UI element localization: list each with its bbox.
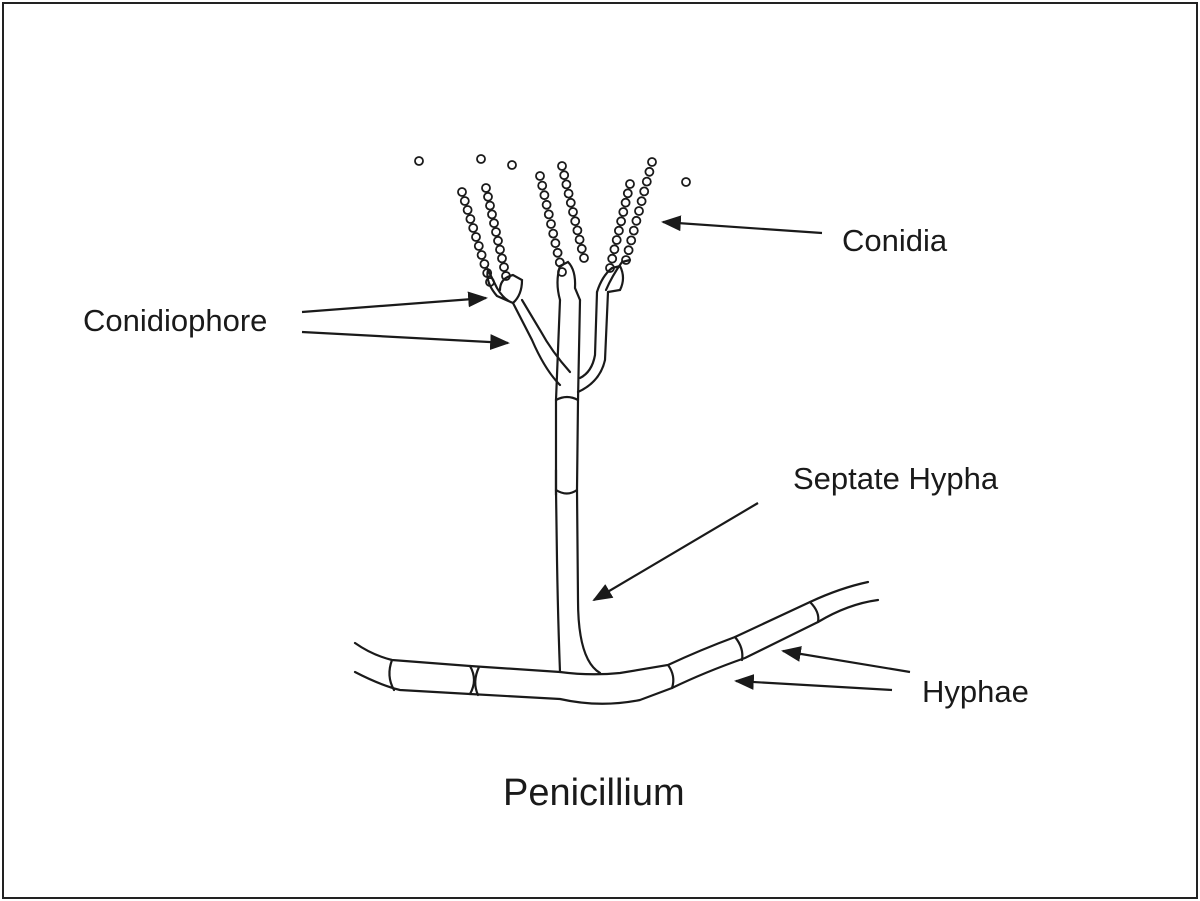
conidium [630, 227, 638, 235]
conidium [466, 215, 474, 223]
conidium [480, 260, 488, 268]
conidium [610, 245, 618, 253]
conidium [477, 155, 485, 163]
conidiophore-arrow-lower [302, 332, 508, 343]
conidium [458, 188, 466, 196]
conidium [538, 182, 546, 190]
conidium [682, 178, 690, 186]
conidium [461, 197, 469, 205]
conidium [464, 206, 472, 214]
hyphae-label: Hyphae [922, 676, 1029, 707]
conidium [627, 236, 635, 244]
conidium [565, 190, 573, 198]
conidium [615, 227, 623, 235]
conidium [500, 263, 508, 271]
conidium [625, 246, 633, 254]
septate-hypha-arrow [594, 503, 758, 600]
conidium [475, 242, 483, 250]
conidiophore-arrow-upper [302, 298, 486, 312]
conidium [571, 217, 579, 225]
conidium [648, 158, 656, 166]
conidium [494, 237, 502, 245]
conidium [632, 217, 640, 225]
conidium [619, 208, 627, 216]
conidium [573, 226, 581, 234]
septate-hypha-label: Septate Hypha [793, 463, 998, 494]
conidium [560, 171, 568, 179]
conidium [478, 251, 486, 259]
conidium [547, 220, 555, 228]
conidium [635, 207, 643, 215]
conidia-arrow [663, 222, 822, 233]
conidium [469, 224, 477, 232]
conidium [645, 168, 653, 176]
conidium [626, 180, 634, 188]
conidium [415, 157, 423, 165]
conidium [624, 189, 632, 197]
conidium [492, 228, 500, 236]
conidium [608, 255, 616, 263]
hyphae-arrow-upper [783, 651, 910, 672]
conidium [540, 191, 548, 199]
hyphae-arrow-lower [736, 681, 892, 690]
conidium [486, 202, 494, 210]
conidium [496, 246, 504, 254]
conidia-chains [415, 155, 690, 286]
conidium [508, 161, 516, 169]
conidium [488, 210, 496, 218]
conidium [567, 199, 575, 207]
conidium [558, 162, 566, 170]
conidium [484, 193, 492, 201]
conidium [554, 249, 562, 257]
conidiophore-label: Conidiophore [83, 305, 267, 336]
conidium [543, 201, 551, 209]
diagram-title: Penicillium [503, 774, 685, 812]
conidium [549, 230, 557, 238]
conidium [545, 210, 553, 218]
conidium [576, 236, 584, 244]
conidium [562, 180, 570, 188]
conidium [472, 233, 480, 241]
conidium [536, 172, 544, 180]
conidium [643, 178, 651, 186]
conidium [613, 236, 621, 244]
conidia-label: Conidia [842, 225, 947, 256]
conidium [580, 254, 588, 262]
conidium [498, 254, 506, 262]
conidium [578, 245, 586, 253]
conidium [617, 217, 625, 225]
conidium [622, 199, 630, 207]
conidium [551, 239, 559, 247]
conidium [640, 187, 648, 195]
conidium [482, 184, 490, 192]
conidium [490, 219, 498, 227]
conidium [569, 208, 577, 216]
septate-stalk [556, 300, 600, 673]
conidium [638, 197, 646, 205]
